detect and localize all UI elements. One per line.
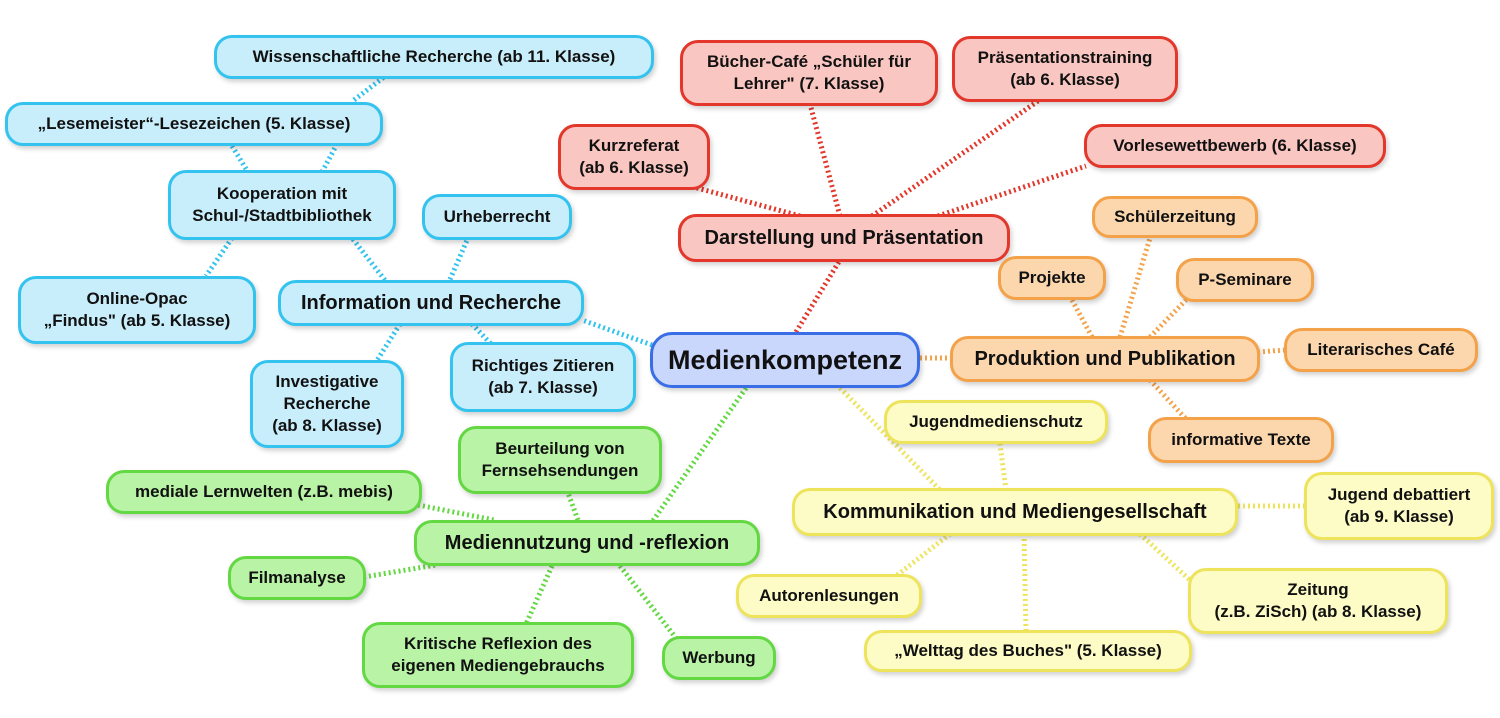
node-kritische-reflexion: Kritische Reflexion des eigenen Medienge… xyxy=(362,622,634,688)
link-kooperation-wissenschaftlich xyxy=(352,75,386,102)
node-buecher-cafe: Bücher-Café „Schüler für Lehrer" (7. Kla… xyxy=(680,40,938,106)
node-jugend-debattiert: Jugend debattiert (ab 9. Klasse) xyxy=(1304,472,1494,540)
link-produktion-informative-texte xyxy=(1148,378,1188,421)
link-kommunikation-autorenlesungen xyxy=(894,532,952,578)
link-mediennutzung-werbung xyxy=(618,564,678,640)
node-richtiges-zitieren: Richtiges Zitieren (ab 7. Klasse) xyxy=(450,342,636,412)
link-darstellung-kurzreferat xyxy=(689,183,801,219)
node-autorenlesungen: Autorenlesungen xyxy=(736,574,922,618)
node-vorlesewettbewerb: Vorlesewettbewerb (6. Klasse) xyxy=(1084,124,1386,168)
node-jugendmedienschutz: Jugendmedienschutz xyxy=(884,400,1108,444)
link-mediennutzung-beurteilung xyxy=(565,492,581,521)
node-werbung: Werbung xyxy=(662,636,776,680)
link-center-darstellung xyxy=(793,258,843,334)
branch-darstellung-praesentation: Darstellung und Präsentation xyxy=(678,214,1010,262)
link-kooperation-opac xyxy=(203,236,235,278)
link-information-urheberrecht xyxy=(445,237,471,285)
node-kurzreferat: Kurzreferat (ab 6. Klasse) xyxy=(558,124,710,190)
node-wissenschaftliche-recherche: Wissenschaftliche Recherche (ab 11. Klas… xyxy=(214,35,654,79)
link-mediennutzung-lernwelten xyxy=(417,502,495,523)
node-projekte: Projekte xyxy=(998,256,1106,300)
branch-information-recherche: Information und Recherche xyxy=(278,280,584,326)
node-welttag-des-buches: „Welttag des Buches" (5. Klasse) xyxy=(864,630,1192,672)
node-kooperation-bibliothek: Kooperation mit Schul-/Stadtbibliothek xyxy=(168,170,396,240)
branch-produktion-publikation: Produktion und Publikation xyxy=(950,336,1260,382)
link-mediennutzung-kritische-reflexion xyxy=(523,564,555,626)
node-investigative-recherche: Investigative Recherche (ab 8. Klasse) xyxy=(250,360,404,448)
link-produktion-pseminare xyxy=(1148,298,1188,339)
branch-mediennutzung-reflexion: Mediennutzung und -reflexion xyxy=(414,520,760,566)
link-produktion-schuelerzeitung xyxy=(1117,237,1153,338)
node-literarisches-cafe: Literarisches Café xyxy=(1284,328,1478,372)
link-darstellung-buechercafe xyxy=(807,103,843,217)
link-darstellung-praesentationstraining xyxy=(870,98,1040,219)
node-praesentationstraining: Präsentationstraining (ab 6. Klasse) xyxy=(952,36,1178,102)
node-mediale-lernwelten: mediale Lernwelten (z.B. mebis) xyxy=(106,470,422,514)
node-online-opac: Online-Opac „Findus" (ab 5. Klasse) xyxy=(18,276,256,344)
node-zeitung: Zeitung (z.B. ZiSch) (ab 8. Klasse) xyxy=(1188,568,1448,634)
link-center-mediennutzung xyxy=(649,386,749,524)
center-node-medienkompetenz: Medienkompetenz xyxy=(650,332,920,388)
node-filmanalyse: Filmanalyse xyxy=(228,556,366,600)
link-produktion-literarisches-cafe xyxy=(1257,347,1287,355)
branch-kommunikation-mediengesellschaft: Kommunikation und Mediengesellschaft xyxy=(792,488,1238,536)
link-information-kooperation xyxy=(350,236,390,286)
link-center-information xyxy=(581,317,653,348)
link-information-investigativ xyxy=(373,322,403,364)
link-kommunikation-welttag xyxy=(1021,533,1029,633)
node-beurteilung-fernsehsendungen: Beurteilung von Fernsehsendungen xyxy=(458,426,662,494)
node-lesemeister-lesezeichen: „Lesemeister“-Lesezeichen (5. Klasse) xyxy=(5,102,383,146)
link-mediennutzung-filmanalyse xyxy=(363,562,437,580)
link-kommunikation-jugendmedienschutz xyxy=(997,443,1009,491)
node-schuelerzeitung: Schülerzeitung xyxy=(1092,196,1258,238)
link-produktion-projekte xyxy=(1069,298,1095,339)
link-darstellung-vorlesewettbewerb xyxy=(937,163,1087,219)
link-kommunikation-zeitung xyxy=(1138,532,1194,584)
node-urheberrecht: Urheberrecht xyxy=(422,194,572,240)
link-kooperation-lesemeister-a xyxy=(229,144,251,174)
link-kooperation-lesemeister-b xyxy=(319,144,339,174)
node-informative-texte: informative Texte xyxy=(1148,417,1334,463)
node-p-seminare: P-Seminare xyxy=(1176,258,1314,302)
